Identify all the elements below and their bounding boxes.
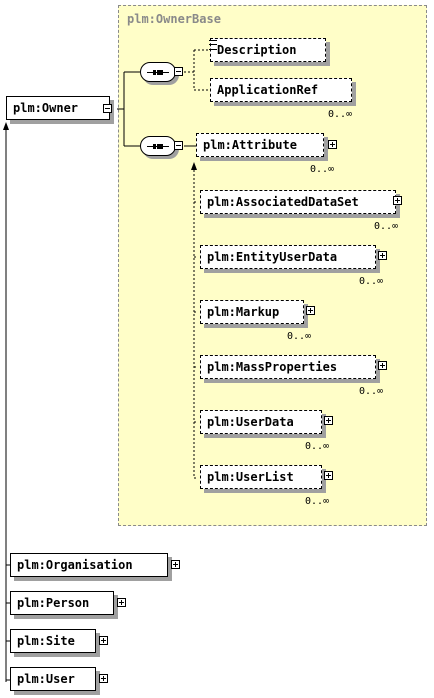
sequence-compositor[interactable] [140, 62, 176, 82]
user-list-cardinality: 0..∞ [305, 496, 330, 507]
organisation-type[interactable]: plm:Organisation [10, 553, 168, 577]
mass-properties-element[interactable]: plm:MassProperties [200, 352, 379, 379]
expand-icon[interactable] [378, 361, 387, 370]
expand-icon[interactable] [328, 140, 337, 149]
description-label: Description [217, 43, 297, 57]
markup-label: plm:Markup [207, 305, 280, 319]
user-data-element[interactable]: plm:UserData [200, 407, 325, 434]
attribute-element[interactable]: plm:Attribute [196, 133, 324, 157]
application-ref-cardinality: 0..∞ [328, 109, 353, 120]
expand-icon[interactable] [99, 636, 108, 645]
person-label: plm:Person [17, 596, 90, 610]
user-data-label: plm:UserData [207, 415, 294, 429]
site-type[interactable]: plm:Site [10, 629, 96, 653]
markup-element[interactable]: plm:Markup [200, 297, 307, 324]
sequence-compositor[interactable] [140, 136, 176, 156]
collapse-icon[interactable] [174, 141, 183, 150]
expand-icon[interactable] [378, 251, 387, 260]
expand-icon[interactable] [117, 598, 126, 607]
associated-data-set-cardinality: 0..∞ [374, 221, 399, 232]
associated-data-set-element[interactable]: plm:AssociatedDataSet [200, 187, 399, 214]
user-label: plm:User [17, 672, 75, 686]
application-ref-label: ApplicationRef [217, 83, 319, 97]
expand-icon[interactable] [306, 306, 315, 315]
user-list-element[interactable]: plm:UserList [200, 462, 325, 489]
owner-label: plm:Owner [13, 101, 79, 115]
user-data-cardinality: 0..∞ [305, 441, 330, 452]
entity-user-data-cardinality: 0..∞ [359, 276, 384, 287]
mass-properties-label: plm:MassProperties [207, 360, 338, 374]
expand-icon[interactable] [99, 674, 108, 683]
collapse-icon[interactable] [174, 67, 183, 76]
expand-icon[interactable] [324, 416, 333, 425]
organisation-label: plm:Organisation [17, 558, 133, 572]
entity-user-data-label: plm:EntityUserData [207, 250, 338, 264]
expand-icon[interactable] [324, 471, 333, 480]
entity-user-data-element[interactable]: plm:EntityUserData [200, 242, 379, 269]
associated-data-set-label: plm:AssociatedDataSet [207, 195, 359, 209]
documentation-icon [209, 40, 217, 50]
site-label: plm:Site [17, 634, 75, 648]
owner-element[interactable]: plm:Owner [6, 96, 110, 120]
expand-icon[interactable] [393, 196, 402, 205]
description-element[interactable]: Description [209, 38, 326, 62]
markup-cardinality: 0..∞ [287, 331, 312, 342]
attribute-cardinality: 0..∞ [310, 164, 335, 175]
user-type[interactable]: plm:User [10, 667, 96, 691]
attribute-label: plm:Attribute [203, 138, 297, 152]
expand-icon[interactable] [171, 560, 180, 569]
application-ref-element[interactable]: ApplicationRef [210, 75, 355, 102]
mass-properties-cardinality: 0..∞ [359, 386, 384, 397]
person-type[interactable]: plm:Person [10, 591, 114, 615]
user-list-label: plm:UserList [207, 470, 294, 484]
collapse-icon[interactable] [103, 104, 112, 113]
group-title: plm:OwnerBase [127, 12, 221, 26]
